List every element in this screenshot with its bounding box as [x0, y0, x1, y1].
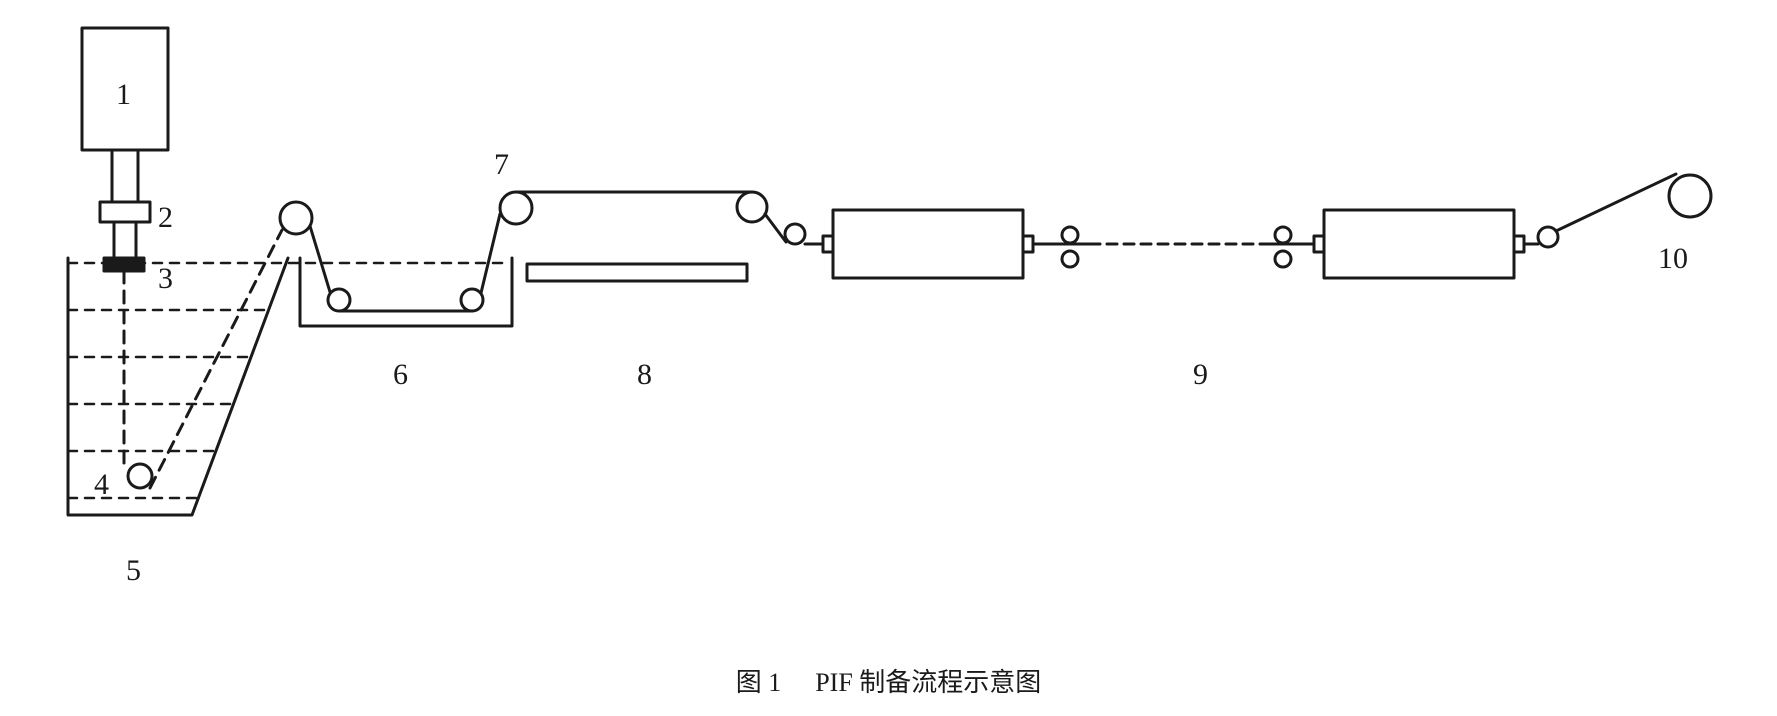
- take-up-roller: [1667, 173, 1713, 219]
- collar: [98, 200, 152, 224]
- label-drying-plate: 8: [637, 358, 652, 391]
- bath-level-lines: [66, 261, 512, 500]
- extruder-box: [80, 26, 170, 152]
- nip-roller-2-top: [1273, 225, 1293, 245]
- oven-2: [1322, 208, 1516, 280]
- fiber-tank-up: [479, 212, 502, 295]
- oven-2-inlet: [1312, 234, 1326, 254]
- label-spinneret: 3: [158, 262, 173, 295]
- fiber-rise: [148, 228, 284, 490]
- figure-number: 图 1: [735, 668, 782, 697]
- label-ovens: 9: [1193, 358, 1208, 391]
- label-take-up: 10: [1658, 242, 1688, 275]
- nip-roller-1-bottom: [1060, 249, 1080, 269]
- label-extruder: 1: [116, 78, 131, 111]
- nip-roller-1-top: [1060, 225, 1080, 245]
- pre-oven-roller-big: [735, 190, 769, 224]
- drying-plate: [525, 262, 749, 283]
- bath-guide-roller: [126, 462, 154, 490]
- fiber-to-takeup: [1554, 172, 1678, 233]
- spinneret: [102, 256, 146, 273]
- figure-title: PIF 制备流程示意图: [815, 668, 1042, 697]
- washing-tank: [298, 256, 514, 328]
- fiber-to-small-roller: [763, 212, 788, 244]
- fiber-roller1-to-tank: [308, 224, 332, 294]
- coagulation-bath: [66, 256, 290, 517]
- label-coagulation-bath: 5: [126, 554, 141, 587]
- post-oven-roller: [1536, 225, 1560, 249]
- pre-oven-roller-small: [783, 222, 807, 246]
- label-bath-roller: 4: [94, 468, 109, 501]
- tank-roller-left: [326, 287, 352, 313]
- top-roller-1: [278, 200, 314, 236]
- label-roller-7: 7: [494, 148, 509, 181]
- label-washing-tank: 6: [393, 358, 408, 391]
- nip-roller-2-bottom: [1273, 249, 1293, 269]
- top-roller-7: [498, 190, 534, 226]
- oven-1: [831, 208, 1025, 280]
- label-collar: 2: [158, 201, 173, 234]
- figure-caption: 图 1 PIF 制备流程示意图: [0, 662, 1777, 699]
